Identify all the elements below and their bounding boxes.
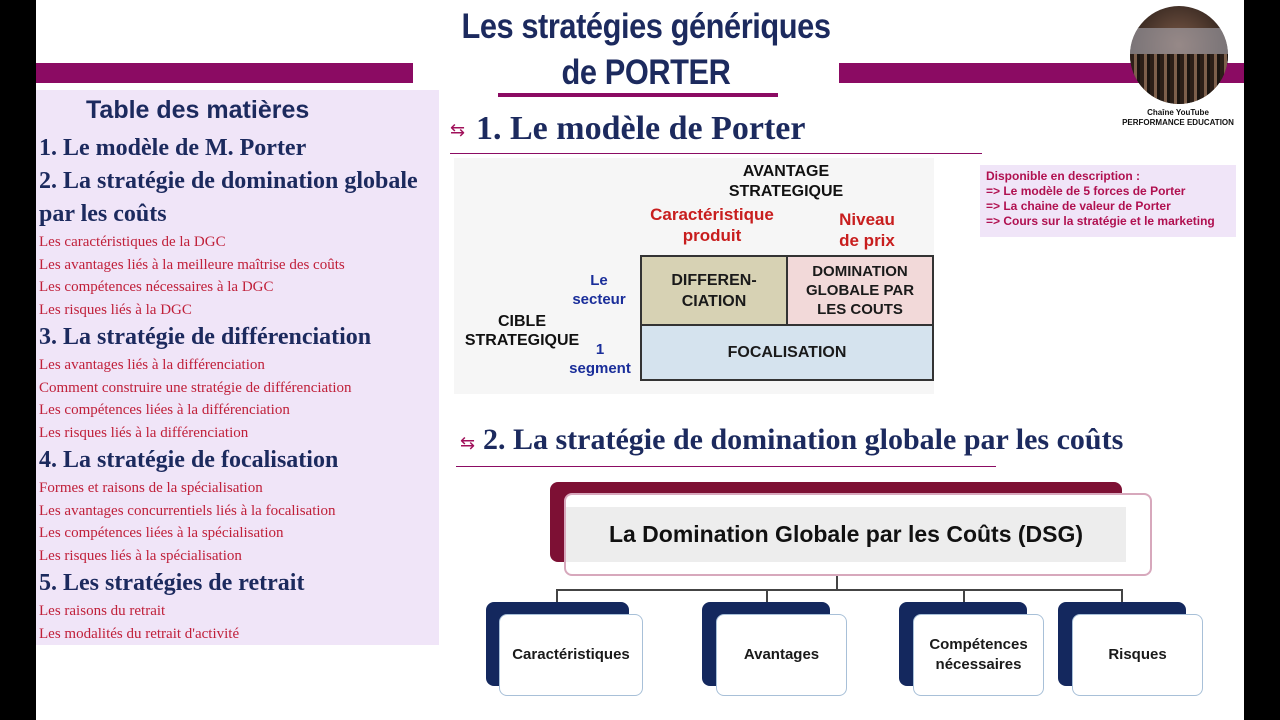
- note-line: => Le modèle de 5 forces de Porter: [986, 184, 1186, 198]
- toc-subitem: Les compétences liées à la spécialisatio…: [39, 525, 284, 541]
- toc-subitem: Les avantages liés à la différenciation: [39, 357, 265, 373]
- description-note: Disponible en description : => Le modèle…: [980, 165, 1236, 237]
- toc-heading: 4. La stratégie de focalisation: [39, 447, 339, 473]
- toc-subitem: Les risques liés à la spécialisation: [39, 547, 242, 564]
- page-title: Les stratégies génériques de PORTER: [435, 4, 857, 96]
- toc-subitem: Les compétences liées à la différenciati…: [39, 402, 290, 418]
- toc-subitem: Les avantages concurrentiels liés à la f…: [39, 502, 336, 519]
- header-bar-left: [36, 63, 413, 83]
- toc-title: Table des matières: [86, 96, 310, 124]
- toc-subitem: Les avantages liés à la meilleure maîtri…: [39, 256, 345, 273]
- logo-caption: Chaîne YouTube PERFORMANCE EDUCATION: [1098, 108, 1244, 128]
- section2-title: 2. La stratégie de domination globale pa…: [483, 423, 1124, 456]
- connector: [766, 589, 768, 603]
- logo-photo: [1130, 6, 1228, 104]
- title-underline: [498, 93, 778, 97]
- logo-caption-line-2: PERFORMANCE EDUCATION: [1122, 118, 1234, 127]
- connector: [556, 589, 1122, 591]
- connector: [963, 589, 965, 603]
- section1-title: 1. Le modèle de Porter: [476, 110, 806, 147]
- table-of-contents: Table des matières 1. Le modèle de M. Po…: [36, 90, 439, 645]
- child-caracteristiques: Caractéristiques: [499, 614, 643, 696]
- toc-subitem: Les risques liés à la différenciation: [39, 424, 249, 441]
- toc-subitem: Comment construire une stratégie de diff…: [39, 379, 352, 396]
- connector: [556, 589, 558, 603]
- section1-rule: [450, 153, 982, 154]
- arrow-icon: ⇆: [460, 433, 476, 453]
- title-line-2: de PORTER: [561, 53, 731, 92]
- note-line: Disponible en description :: [986, 169, 1141, 183]
- le-secteur-label: Le secteur: [572, 272, 626, 308]
- toc-subitem: Les caractéristiques de la DGC: [39, 234, 226, 250]
- connector: [836, 576, 838, 590]
- logo-caption-line-1: Chaîne YouTube: [1147, 108, 1209, 117]
- un-segment-label: 1 segment: [569, 341, 631, 377]
- note-line: => Cours sur la stratégie et le marketin…: [986, 214, 1215, 228]
- section2-rule: [456, 466, 996, 467]
- child-avantages: Avantages: [716, 614, 847, 696]
- avantage-strategique-label: AVANTAGE STRATEGIQUE: [728, 163, 844, 200]
- toc-subitem: Les compétences nécessaires à la DGC: [39, 279, 274, 295]
- toc-heading: 1. Le modèle de M. Porter: [39, 135, 307, 161]
- dsg-title: La Domination Globale par les Coûts (DSG…: [566, 507, 1126, 562]
- toc-subitem: Les risques liés à la DGC: [39, 301, 192, 318]
- connector: [1121, 589, 1123, 603]
- note-line: => La chaine de valeur de Porter: [986, 199, 1171, 213]
- toc-heading: 5. Les stratégies de retrait: [39, 570, 305, 596]
- toc-subitem: Formes et raisons de la spécialisation: [39, 480, 263, 496]
- toc-subitem: Les modalités du retrait d'activité: [39, 625, 240, 642]
- caracteristique-produit-label: Caractéristique produit: [650, 205, 774, 245]
- cell-differenciation: DIFFEREN-CIATION: [642, 257, 788, 326]
- slide: Les stratégies génériques de PORTER Chaî…: [36, 0, 1244, 720]
- toc-heading: 3. La stratégie de différenciation: [39, 324, 372, 350]
- title-line-1: Les stratégies génériques: [461, 7, 831, 46]
- child-risques: Risques: [1072, 614, 1203, 696]
- niveau-de-prix-label: Niveau de prix: [839, 210, 895, 250]
- toc-subitem: Les raisons du retrait: [39, 603, 166, 619]
- arrow-icon: ⇆: [450, 120, 466, 140]
- cell-focalisation: FOCALISATION: [642, 326, 932, 379]
- toc-heading: 2. La stratégie de domination globale pa…: [39, 168, 418, 227]
- toc-list: 1. Le modèle de M. Porter 2. La stratégie…: [39, 132, 439, 645]
- cible-strategique-label: CIBLE STRATEGIQUE: [464, 313, 580, 349]
